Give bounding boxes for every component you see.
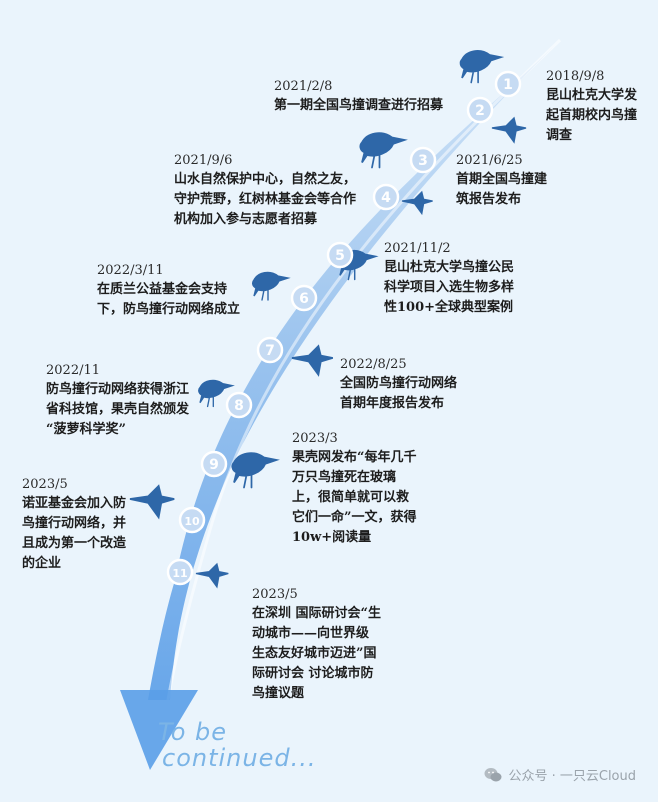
- marker-circle: [409, 146, 437, 174]
- event-date: 2023/3: [292, 431, 338, 446]
- marker-number: 4: [381, 190, 391, 206]
- marker-number: 6: [299, 291, 309, 307]
- event-date: 2018/9/8: [546, 69, 605, 84]
- marker-number: 3: [418, 153, 428, 169]
- event-description: 防鸟撞行动网络获得浙江 省科技馆，果壳自然颁发 “菠萝科学奖”: [46, 382, 190, 437]
- timeline-marker-2: 2: [466, 96, 494, 124]
- event-7: 2022/8/25 全国防鸟撞行动网络 首期年度报告发布: [340, 356, 457, 414]
- bird-silhouette-icon: [359, 132, 408, 169]
- event-description: 全国防鸟撞行动网络 首期年度报告发布: [340, 376, 458, 411]
- marker-circle: [466, 96, 494, 124]
- timeline-marker-9: 9: [200, 450, 228, 478]
- bird-silhouette-icon: [231, 452, 280, 489]
- timeline-marker-7: 7: [256, 336, 284, 364]
- marker-circle: [290, 284, 318, 312]
- event-date: 2021/2/8: [274, 79, 333, 94]
- event-3: 2021/6/25 首期全国鸟撞建 筑报告发布: [456, 152, 547, 210]
- event-date: 2022/3/11: [97, 263, 164, 278]
- marker-circle: [200, 450, 228, 478]
- timeline-marker-5: 5: [326, 241, 354, 269]
- event-description: 诺亚基金会加入防 鸟撞行动网络，并 且成为第一个改造 的企业: [22, 496, 127, 571]
- bird-silhouette-icon: [251, 271, 291, 301]
- to-be-continued: To be continued...: [158, 718, 316, 772]
- event-6: 2022/3/11 在质兰公益基金会支持 下，防鸟撞行动网络成立: [97, 262, 240, 320]
- marker-circle: [166, 558, 194, 586]
- event-description: 首期全国鸟撞建 筑报告发布: [456, 172, 548, 207]
- event-2: 2021/2/8 第一期全国鸟撞调查进行招募: [274, 78, 443, 116]
- timeline-marker-11: 11: [166, 558, 194, 586]
- marker-number: 11: [172, 567, 187, 580]
- event-8: 2022/11 防鸟撞行动网络获得浙江 省科技馆，果壳自然颁发 “菠萝科学奖”: [46, 362, 189, 440]
- footer: 公众号 · 一只云Cloud: [484, 765, 636, 784]
- wechat-icon: [484, 767, 502, 781]
- timeline-marker-6: 6: [290, 284, 318, 312]
- bird-silhouette-icon: [491, 116, 527, 144]
- bird-silhouette-icon: [129, 484, 175, 520]
- event-description: 在深圳 国际研讨会“生 动城市——向世界级 生态友好城市迈进”国 际研讨会 讨论…: [252, 606, 382, 701]
- tbc-line-2: continued...: [162, 744, 317, 772]
- event-11: 2023/5 在深圳 国际研讨会“生 动城市——向世界级 生态友好城市迈进”国 际…: [252, 586, 381, 704]
- marker-circle: [256, 336, 284, 364]
- event-description: 果壳网发布“每年几千 万只鸟撞死在玻璃 上，很简单就可以救 它们一命”一文，获得…: [292, 450, 417, 545]
- timeline-marker-1: 1: [494, 70, 522, 98]
- event-date: 2021/11/2: [384, 241, 451, 256]
- tbc-line-1: To be: [158, 718, 228, 746]
- timeline-marker-4: 4: [372, 183, 400, 211]
- event-date: 2023/5: [252, 587, 298, 602]
- event-5: 2021/11/2 昆山杜克大学鸟撞公民 科学项目入选生物多样 性100+全球典型…: [384, 240, 514, 318]
- event-10: 2023/5 诺亚基金会加入防 鸟撞行动网络，并 且成为第一个改造 的企业: [22, 476, 126, 574]
- bird-silhouette-icon: [195, 562, 229, 589]
- marker-number: 9: [209, 457, 219, 473]
- marker-circle: [372, 183, 400, 211]
- marker-circle: [326, 241, 354, 269]
- event-9: 2023/3 果壳网发布“每年几千 万只鸟撞死在玻璃 上，很简单就可以救 它们一命…: [292, 430, 416, 548]
- timeline-marker-3: 3: [409, 146, 437, 174]
- bird-silhouette-icon: [401, 190, 433, 216]
- marker-number: 1: [503, 77, 513, 93]
- marker-number: 8: [234, 398, 244, 414]
- timeline-marker-8: 8: [225, 391, 253, 419]
- marker-number: 10: [184, 515, 200, 528]
- marker-number: 2: [475, 103, 485, 119]
- event-date: 2023/5: [22, 477, 68, 492]
- event-date: 2021/9/6: [174, 153, 233, 168]
- arrow-head: [120, 690, 198, 770]
- event-1: 2018/9/8 昆山杜克大学发 起首期校内鸟撞 调查: [546, 68, 637, 146]
- event-4: 2021/9/6 山水自然保护中心，自然之友， 守护荒野，红树林基金会等合作 机构…: [174, 152, 356, 230]
- timeline-marker-10: 10: [178, 506, 206, 534]
- bird-silhouette-icon: [198, 379, 235, 408]
- bird-silhouette-icon: [459, 50, 505, 84]
- marker-number: 7: [265, 343, 275, 359]
- event-description: 第一期全国鸟撞调查进行招募: [274, 98, 444, 113]
- marker-circle: [494, 70, 522, 98]
- event-description: 昆山杜克大学发 起首期校内鸟撞 调查: [546, 88, 638, 143]
- event-date: 2021/6/25: [456, 153, 523, 168]
- event-description: 山水自然保护中心，自然之友， 守护荒野，红树林基金会等合作 机构加入参与志愿者招…: [174, 172, 357, 227]
- marker-number: 5: [335, 248, 345, 264]
- event-description: 在质兰公益基金会支持 下，防鸟撞行动网络成立: [97, 282, 241, 317]
- timeline-arrow-highlight: [166, 38, 562, 701]
- event-description: 昆山杜克大学鸟撞公民 科学项目入选生物多样 性100+全球典型案例: [384, 260, 515, 315]
- event-date: 2022/11: [46, 363, 101, 378]
- event-date: 2022/8/25: [340, 357, 407, 372]
- bird-silhouette-icon: [291, 344, 334, 377]
- marker-circle: [225, 391, 253, 419]
- footer-text: 公众号 · 一只云Cloud: [508, 769, 636, 784]
- marker-circle: [178, 506, 206, 534]
